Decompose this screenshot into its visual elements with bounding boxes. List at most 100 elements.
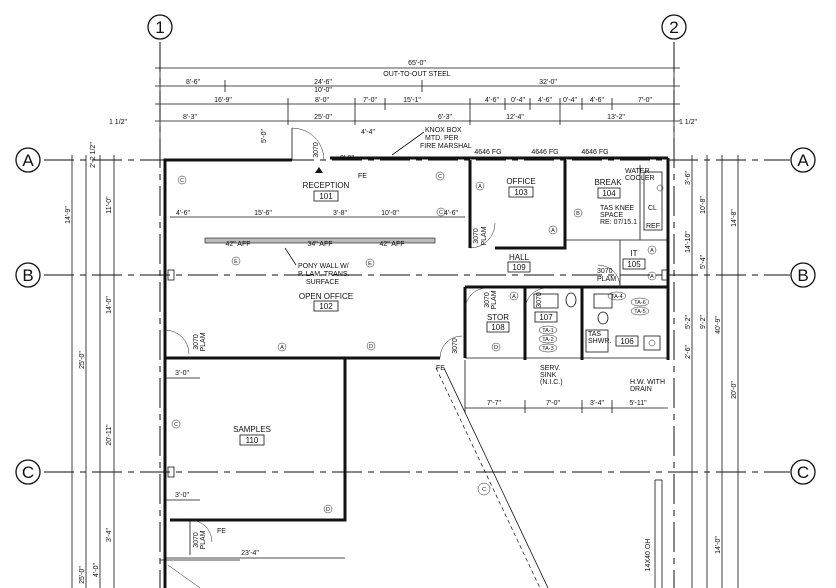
svg-text:SAMPLES: SAMPLES (233, 425, 271, 434)
svg-text:3'-4": 3'-4" (590, 400, 604, 407)
grid-bubble-1: 1 (147, 14, 173, 40)
svg-text:4'-6": 4'-6" (538, 97, 552, 104)
svg-text:CL: CL (648, 205, 657, 212)
svg-text:4646 FG: 4646 FG (474, 149, 501, 156)
svg-text:4'-6": 4'-6" (590, 97, 604, 104)
svg-text:14'-9": 14'-9" (65, 206, 72, 224)
door-office: 3070 PLAM (469, 222, 496, 249)
svg-text:0'-4": 0'-4" (511, 97, 525, 104)
tag-ta6: TA-6 (630, 297, 650, 307)
svg-text:RE: 07/15.1: RE: 07/15.1 (600, 219, 637, 226)
svg-text:101: 101 (319, 192, 333, 201)
plumbing-fixtures (565, 184, 664, 351)
grid-bubble-c-left: C (15, 459, 41, 485)
svg-text:7'-0": 7'-0" (638, 97, 652, 104)
svg-text:DRAIN: DRAIN (630, 386, 652, 393)
svg-text:PLAM: PLAM (200, 332, 207, 351)
svg-text:3'-0": 3'-0" (175, 492, 189, 499)
svg-text:6'-3": 6'-3" (438, 114, 452, 121)
grid-bubble-c-right: C (790, 459, 816, 485)
svg-text:PONY WALL W/: PONY WALL W/ (298, 263, 349, 270)
break-room-notes: WATER COOLER TAS KNEE SPACE RE: 07/15.1 … (600, 168, 663, 231)
svg-text:FIRE MARSHAL: FIRE MARSHAL (420, 143, 472, 150)
tag-ta1: TA-1 (538, 325, 558, 335)
svg-text:B: B (22, 266, 33, 285)
accessory-tags: TA-1 TA-2 TA-3 TA-4 TA-5 TA-6 (538, 291, 650, 353)
svg-text:10'-0": 10'-0" (381, 210, 399, 217)
svg-text:4646 FG: 4646 FG (581, 149, 608, 156)
svg-text:TA-1: TA-1 (542, 328, 554, 334)
svg-text:14X40 OH: 14X40 OH (645, 539, 652, 572)
svg-text:4'-4": 4'-4" (361, 129, 375, 136)
svg-text:FE: FE (436, 365, 445, 372)
svg-text:16'-9": 16'-9" (214, 97, 232, 104)
svg-text:105: 105 (627, 260, 641, 269)
svg-text:D: D (494, 345, 498, 351)
svg-text:5'-2": 5'-2" (685, 315, 692, 329)
svg-text:110: 110 (246, 436, 259, 445)
partition-tags: C C A B C E E A D D C D A A A A C (171, 171, 657, 514)
svg-text:C: C (174, 422, 178, 428)
svg-text:(N.I.C.): (N.I.C.) (540, 379, 563, 386)
svg-text:23'-4": 23'-4" (241, 550, 259, 557)
room-hall: HALL 109 (507, 253, 531, 273)
bottom-right-dimensions: 7'-7" 7'-0" 3'-4" 5'-11" 14X40 OH (464, 360, 668, 572)
svg-text:25'-0": 25'-0" (79, 566, 86, 584)
svg-text:C: C (482, 487, 486, 493)
svg-text:D: D (326, 507, 330, 513)
svg-text:108: 108 (491, 323, 505, 332)
svg-text:3'-4": 3'-4" (106, 528, 113, 542)
svg-text:20'-0": 20'-0" (731, 381, 738, 399)
svg-text:TAS KNEE: TAS KNEE (600, 205, 634, 212)
interior-doors: 3070 PLAM 3070 PLAM 3070 PLAM 3070 3070 … (164, 222, 621, 550)
door-samples: 3070 PLAM FE (189, 519, 226, 550)
svg-text:14'-0": 14'-0" (715, 536, 722, 554)
grid-bubble-b-left: B (15, 262, 41, 288)
svg-text:PLAM: PLAM (597, 276, 616, 283)
svg-text:C: C (22, 463, 34, 482)
svg-text:MTD. PER: MTD. PER (425, 135, 458, 142)
tag-ta4: TA-4 (607, 291, 627, 301)
room-open-office: OPEN OFFICE 102 (299, 292, 353, 312)
room-stor: STOR 108 (486, 313, 510, 333)
svg-text:A: A (280, 345, 284, 351)
svg-text:7'-0": 7'-0" (363, 97, 377, 104)
pony-wall-note: PONY WALL W/ P. LAM. TRANS. SURFACE (284, 247, 350, 286)
svg-text:HALL: HALL (509, 253, 530, 262)
svg-text:1 1/2": 1 1/2" (679, 119, 698, 126)
svg-text:PLAM: PLAM (200, 530, 207, 549)
svg-text:14'-8": 14'-8" (731, 209, 738, 227)
svg-text:9'-2": 9'-2" (700, 315, 707, 329)
grid-bubble-b-right: B (790, 262, 816, 288)
svg-text:3070: 3070 (313, 142, 320, 158)
svg-text:E: E (368, 261, 372, 267)
room-office: OFFICE 103 (506, 177, 536, 198)
svg-text:11'-0": 11'-0" (106, 196, 113, 214)
glazing-labels: 4646 FG 4646 FG 4646 FG (474, 149, 608, 156)
svg-text:C: C (797, 463, 809, 482)
svg-text:34" AFF: 34" AFF (307, 241, 332, 248)
svg-text:SPACE: SPACE (600, 212, 624, 219)
svg-text:15'-1": 15'-1" (403, 97, 421, 104)
svg-text:3070: 3070 (484, 292, 491, 308)
svg-text:RECEPTION: RECEPTION (303, 181, 350, 190)
svg-text:REF: REF (646, 223, 660, 230)
svg-text:B: B (576, 211, 580, 217)
tag-ta3: TA-3 (538, 343, 558, 353)
svg-text:1: 1 (155, 18, 164, 37)
svg-text:42" AFF: 42" AFF (225, 241, 250, 248)
svg-text:20'-11": 20'-11" (106, 424, 113, 446)
svg-text:TA-5: TA-5 (634, 309, 646, 315)
svg-text:0'-4": 0'-4" (563, 97, 577, 104)
svg-text:C: C (439, 210, 443, 216)
svg-text:TA-3: TA-3 (542, 346, 554, 352)
svg-text:5'-11": 5'-11" (629, 400, 647, 407)
svg-text:BREAK: BREAK (594, 178, 622, 187)
svg-text:106: 106 (620, 337, 634, 346)
svg-text:109: 109 (512, 263, 526, 272)
grid-bubble-a-right: A (790, 147, 816, 173)
svg-text:12'-4": 12'-4" (506, 114, 524, 121)
svg-text:SINK: SINK (540, 372, 557, 379)
svg-text:COOLER: COOLER (625, 175, 655, 182)
